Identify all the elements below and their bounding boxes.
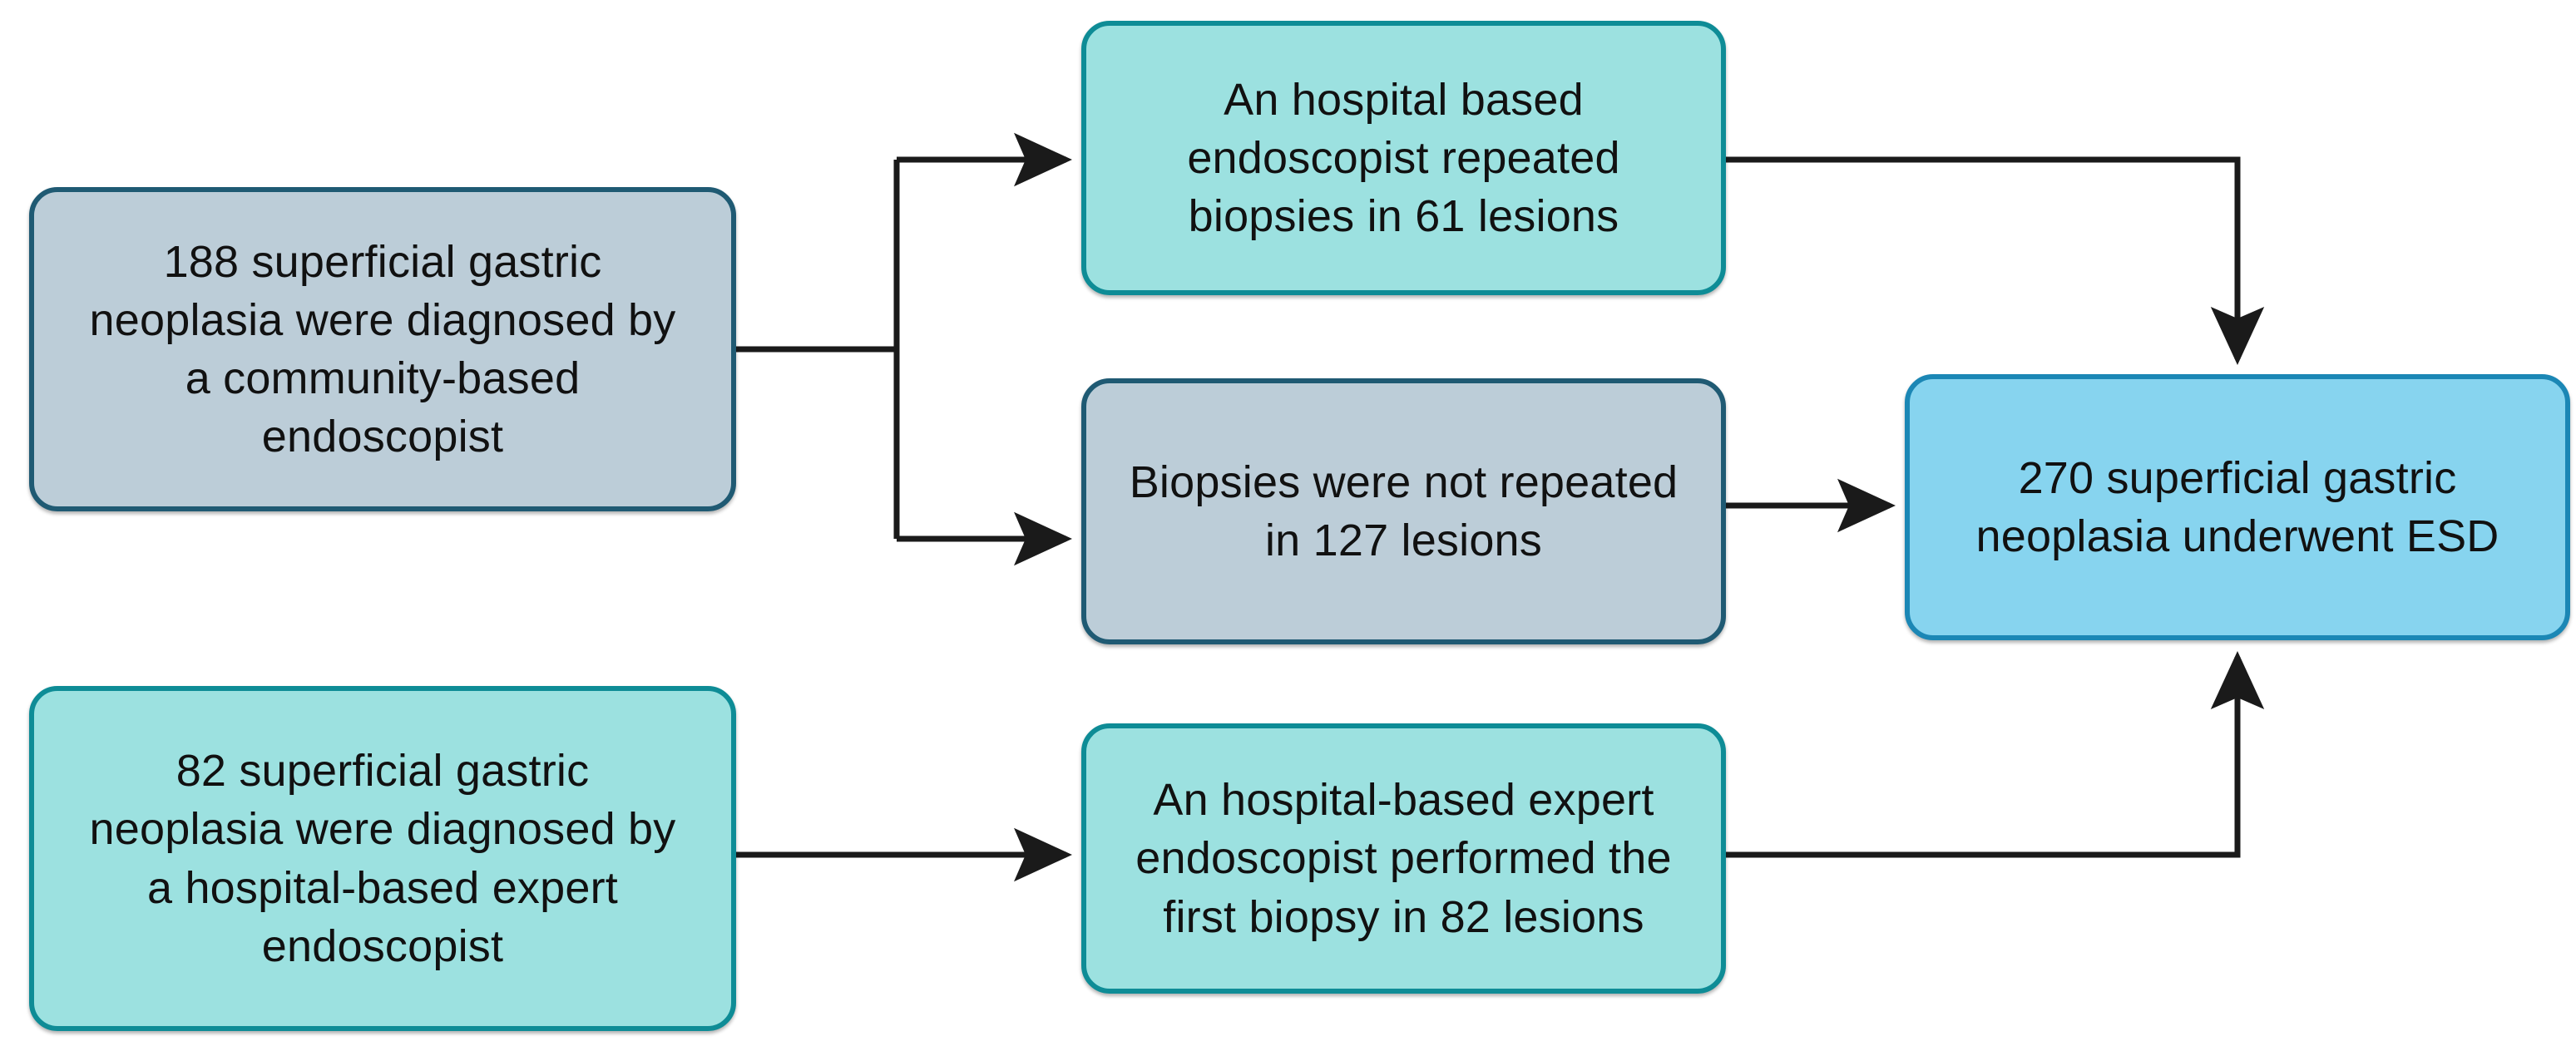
node-no-repeat-biopsy-label: Biopsies were not repeated in 127 lesion…	[1129, 456, 1679, 565]
node-hospital-cohort[interactable]: 82 superficial gastric neoplasia were di…	[29, 686, 736, 1031]
node-community-cohort-label: 188 superficial gastric neoplasia were d…	[89, 236, 676, 462]
edge-repeat-to-esd	[1726, 156, 2265, 366]
node-repeat-biopsy[interactable]: An hospital based endoscopist repeated b…	[1081, 21, 1726, 295]
node-community-cohort[interactable]: 188 superficial gastric neoplasia were d…	[29, 187, 736, 511]
node-esd-outcome[interactable]: 270 superficial gastric neoplasia underw…	[1905, 374, 2570, 640]
node-first-biopsy[interactable]: An hospital-based expert endoscopist per…	[1081, 723, 1726, 994]
node-esd-outcome-label: 270 superficial gastric neoplasia underw…	[1975, 452, 2499, 561]
edge-community-split	[736, 160, 900, 539]
node-hospital-cohort-label: 82 superficial gastric neoplasia were di…	[89, 746, 676, 971]
node-no-repeat-biopsy[interactable]: Biopsies were not repeated in 127 lesion…	[1081, 378, 1726, 644]
edge-firstbiopsy-to-esd	[1726, 650, 2265, 858]
node-repeat-biopsy-label: An hospital based endoscopist repeated b…	[1187, 74, 1620, 242]
node-first-biopsy-label: An hospital-based expert endoscopist per…	[1135, 775, 1672, 942]
